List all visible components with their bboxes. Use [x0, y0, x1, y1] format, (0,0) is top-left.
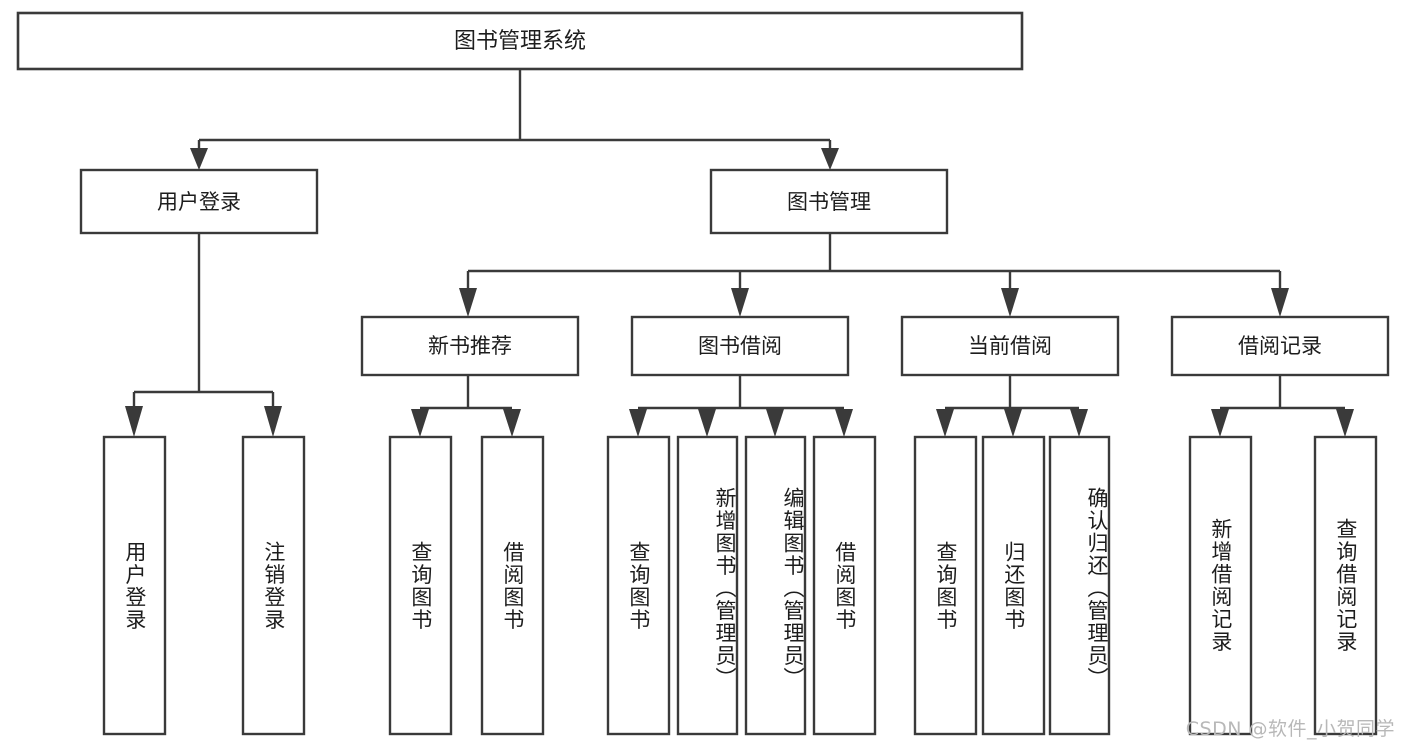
arrow-userlogin-leaf-1 — [125, 406, 143, 437]
arrow-newbook-leaf-2 — [503, 409, 521, 437]
node-current-borrow[interactable]: 当前借阅 — [900, 315, 1120, 377]
connector-group — [125, 69, 1354, 437]
node-user-login-label: 用户登录 — [157, 190, 241, 214]
arrow-bookmgmt-to-record — [1271, 288, 1289, 317]
leaf-box-query-book-2[interactable] — [606, 435, 671, 736]
arrow-borrow-leaf-4 — [835, 409, 853, 437]
leaf-box-add-record[interactable] — [1188, 435, 1253, 736]
arrow-current-leaf-3 — [1070, 409, 1088, 437]
leaf-box-group — [102, 435, 1378, 736]
arrow-newbook-leaf-1 — [411, 409, 429, 437]
csdn-watermark: CSDN @软件_小贺同学 — [1185, 718, 1395, 740]
node-book-borrow-label: 图书借阅 — [698, 334, 782, 358]
node-book-management-box[interactable] — [709, 168, 949, 235]
arrow-borrow-leaf-3 — [766, 409, 784, 437]
arrow-borrow-leaf-2 — [698, 409, 716, 437]
leaf-box-logout[interactable] — [241, 435, 306, 736]
arrow-root-to-user-login — [190, 148, 208, 170]
arrow-bookmgmt-to-current — [1001, 288, 1019, 317]
node-root[interactable]: 图书管理系统 — [16, 11, 1024, 71]
node-book-management[interactable]: 图书管理 — [709, 168, 949, 235]
node-current-borrow-box[interactable] — [900, 315, 1120, 377]
leaf-box-edit-book-admin[interactable] — [744, 435, 807, 736]
node-book-borrow[interactable]: 图书借阅 — [630, 315, 850, 377]
arrow-userlogin-leaf-2 — [264, 406, 282, 437]
arrow-record-leaf-2 — [1336, 409, 1354, 437]
node-user-login-box[interactable] — [79, 168, 319, 235]
leaf-box-user-login[interactable] — [102, 435, 167, 736]
node-new-book-recommend[interactable]: 新书推荐 — [360, 315, 580, 377]
arrow-borrow-leaf-1 — [629, 409, 647, 437]
leaf-box-return-book[interactable] — [981, 435, 1046, 736]
node-book-management-label: 图书管理 — [787, 190, 871, 214]
leaf-box-borrow-book-1[interactable] — [480, 435, 545, 736]
leaf-box-query-book-1[interactable] — [388, 435, 453, 736]
arrow-bookmgmt-to-newbook — [459, 288, 477, 317]
leaf-box-query-record[interactable] — [1313, 435, 1378, 736]
arrow-record-leaf-1 — [1211, 409, 1229, 437]
node-root-box[interactable] — [16, 11, 1024, 71]
arrow-bookmgmt-to-borrow — [731, 288, 749, 317]
arrow-current-leaf-2 — [1004, 409, 1022, 437]
leaf-box-borrow-book-2[interactable] — [812, 435, 877, 736]
node-borrow-record-label: 借阅记录 — [1238, 334, 1322, 358]
arrow-root-to-book-mgmt — [821, 148, 839, 170]
leaf-box-query-book-3[interactable] — [913, 435, 978, 736]
node-new-book-recommend-label: 新书推荐 — [428, 334, 512, 358]
node-root-label: 图书管理系统 — [454, 29, 586, 54]
node-user-login[interactable]: 用户登录 — [79, 168, 319, 235]
node-borrow-record-box[interactable] — [1170, 315, 1390, 377]
node-borrow-record[interactable]: 借阅记录 — [1170, 315, 1390, 377]
leaf-box-confirm-return[interactable] — [1048, 435, 1111, 736]
arrow-current-leaf-1 — [936, 409, 954, 437]
node-book-borrow-box[interactable] — [630, 315, 850, 377]
leaf-box-add-book-admin[interactable] — [676, 435, 739, 736]
node-current-borrow-label: 当前借阅 — [968, 334, 1052, 358]
node-new-book-recommend-box[interactable] — [360, 315, 580, 377]
